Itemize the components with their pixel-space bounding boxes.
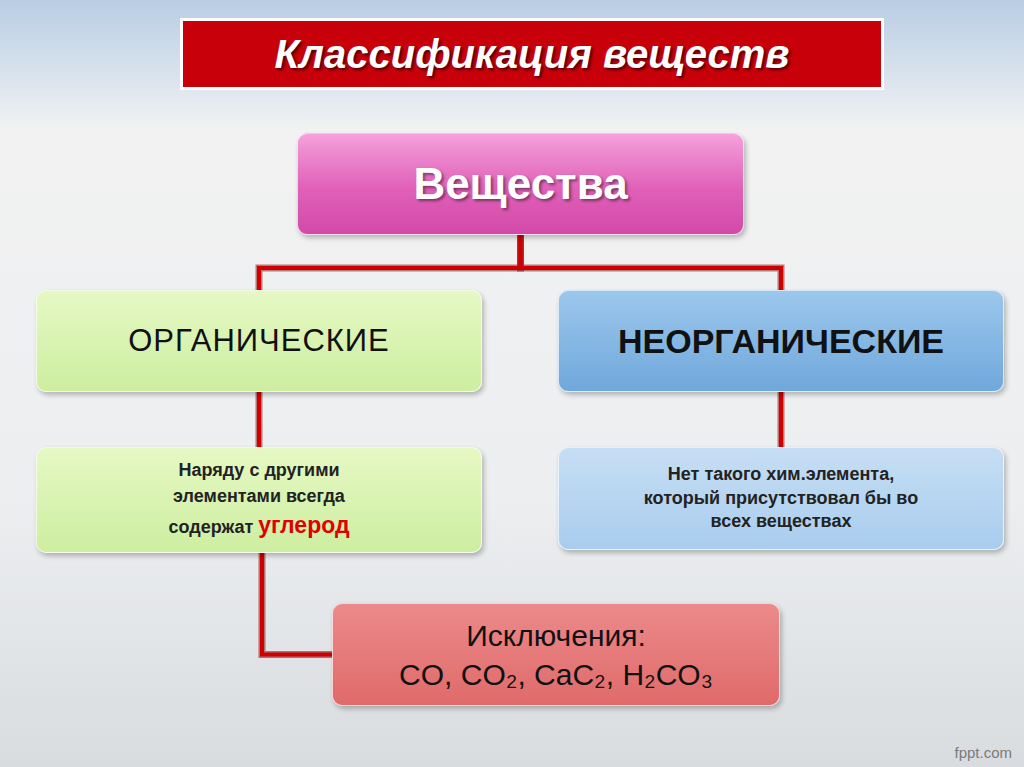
node-subtext: CO, CO₂, CaC₂, H₂CO₃ — [399, 655, 713, 694]
node-subtext: углерод — [258, 512, 349, 538]
title-text: Классификация веществ — [275, 32, 790, 77]
text-group: Наряду с другими элементами всегда содер… — [134, 457, 384, 543]
connector-line — [521, 235, 782, 290]
connector-line — [259, 235, 521, 290]
connector-shadow — [521, 235, 782, 290]
node-text: ОРГАНИЧЕСКИЕ — [128, 321, 390, 361]
category-box: НЕОРГАНИЧЕСКИЕ — [558, 290, 1004, 392]
connector-line — [262, 553, 332, 655]
connector-shadow — [778, 392, 785, 447]
node-text: Нет такого хим.элемента, который присутс… — [636, 463, 926, 533]
connector-line — [779, 392, 783, 447]
root-box: Вещества — [297, 133, 744, 235]
node-text: Вещества — [413, 155, 627, 212]
description-box: Наряду с другими элементами всегда содер… — [36, 447, 482, 553]
connector-shadow — [259, 235, 521, 290]
title-banner: Классификация веществ — [180, 18, 884, 90]
watermark: fppt.com — [954, 744, 1012, 761]
category-box: ОРГАНИЧЕСКИЕ — [36, 290, 482, 392]
connector-line — [257, 392, 261, 447]
node-text: НЕОРГАНИЧЕСКИЕ — [618, 319, 944, 363]
connector-shadow — [256, 392, 263, 447]
description-box: Нет такого хим.элемента, который присутс… — [558, 447, 1004, 550]
connector-shadow — [262, 553, 332, 655]
exceptions-box: Исключения:CO, CO₂, CaC₂, H₂CO₃ — [332, 603, 780, 706]
node-text: Исключения: — [466, 616, 646, 655]
